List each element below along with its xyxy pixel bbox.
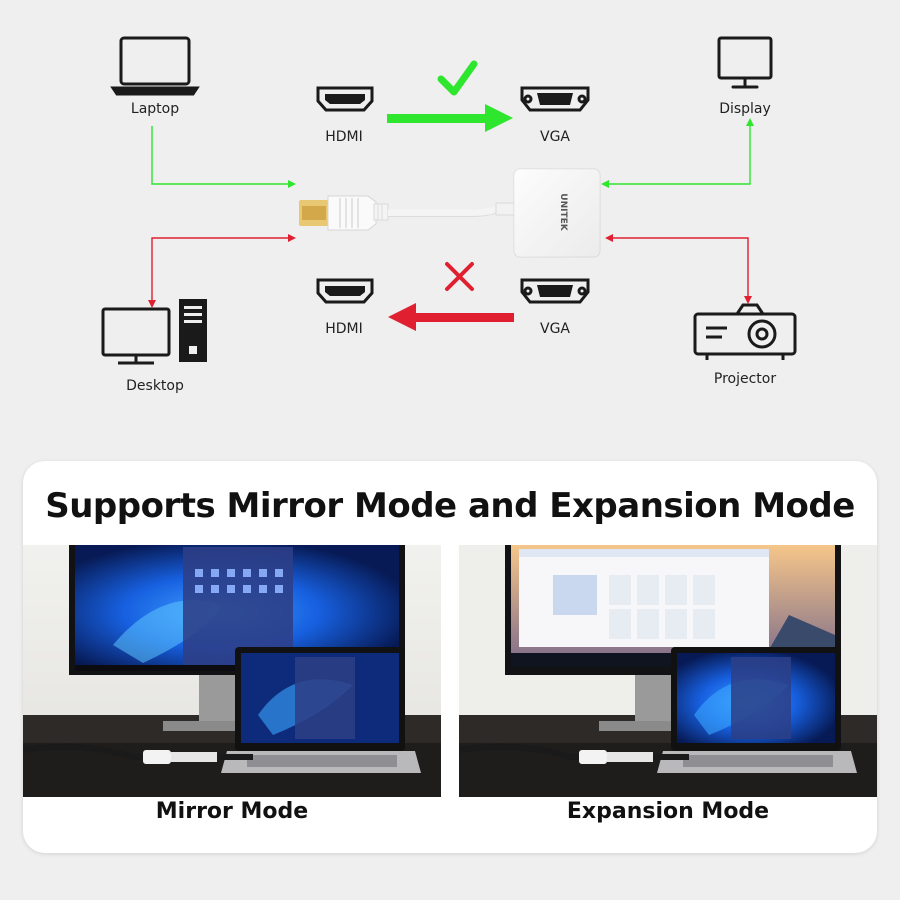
modes-card: Supports Mirror Mode and Expansion Mode xyxy=(23,461,877,853)
vga-label-top: VGA xyxy=(539,129,571,145)
projector-label: Projector xyxy=(713,371,777,387)
hdmi-port-icon xyxy=(316,86,374,112)
mirror-mode-photo xyxy=(23,545,441,797)
red-connection-lines xyxy=(151,237,749,300)
adapter-box xyxy=(513,168,601,258)
unsupported-arrow xyxy=(388,303,514,331)
expansion-mode-label: Expansion Mode xyxy=(566,799,770,824)
desktop-label: Desktop xyxy=(126,378,184,394)
modes-title: Supports Mirror Mode and Expansion Mode xyxy=(45,486,855,526)
cross-icon xyxy=(445,262,474,291)
vga-port-icon xyxy=(520,278,590,304)
hdmi-label-top: HDMI xyxy=(325,129,363,145)
adapter-brand-logo: UNITEK xyxy=(558,193,568,231)
hdmi-plug xyxy=(299,195,389,231)
hdmi-label-bottom: HDMI xyxy=(325,321,363,337)
projector-icon xyxy=(693,303,797,360)
green-connection-lines xyxy=(151,126,751,185)
display-label: Display xyxy=(719,101,771,117)
mirror-mode-label: Mirror Mode xyxy=(155,799,309,824)
hdmi-port-icon xyxy=(316,278,374,304)
expansion-mode-photo xyxy=(459,545,877,797)
adapter-cable xyxy=(388,203,504,217)
vga-label-bottom: VGA xyxy=(539,321,571,337)
check-icon xyxy=(437,60,478,96)
desktop-icon xyxy=(101,299,207,365)
laptop-icon xyxy=(110,36,200,96)
connection-diagram: UNITEK xyxy=(101,36,797,365)
vga-port-icon xyxy=(520,86,590,112)
display-icon xyxy=(717,36,773,89)
supported-arrow xyxy=(387,104,513,132)
laptop-label: Laptop xyxy=(130,101,180,117)
